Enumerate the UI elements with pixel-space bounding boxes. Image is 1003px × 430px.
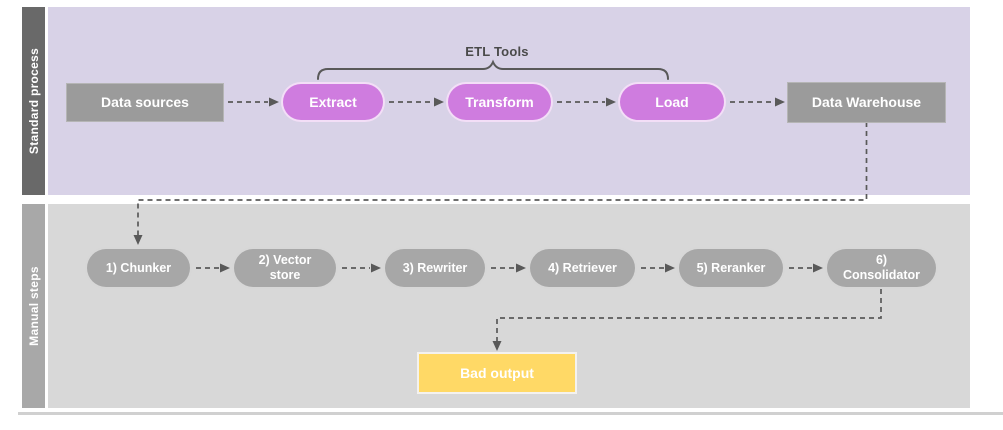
etl-tools-label: ETL Tools [465, 44, 529, 59]
node-consolidator: 6) Consolidator [825, 247, 938, 289]
node-load: Load [618, 82, 726, 122]
node-chunker: 1) Chunker [85, 247, 192, 289]
node-retriever: 4) Retriever [528, 247, 637, 289]
node-rewriter: 3) Rewriter [383, 247, 487, 289]
node-vector-store: 2) Vector store [232, 247, 338, 289]
node-extract: Extract [281, 82, 385, 122]
lane-manual-bar: Manual steps [22, 204, 45, 408]
lane-standard-bar: Standard process [22, 7, 45, 195]
node-bad-output: Bad output [417, 352, 577, 394]
node-data-sources: Data sources [66, 83, 224, 122]
node-transform: Transform [446, 82, 553, 122]
lane-standard-label: Standard process [26, 47, 41, 155]
node-reranker: 5) Reranker [677, 247, 785, 289]
lane-manual-label: Manual steps [26, 266, 41, 346]
node-data-warehouse: Data Warehouse [787, 82, 946, 123]
bottom-divider-line [18, 412, 1003, 415]
